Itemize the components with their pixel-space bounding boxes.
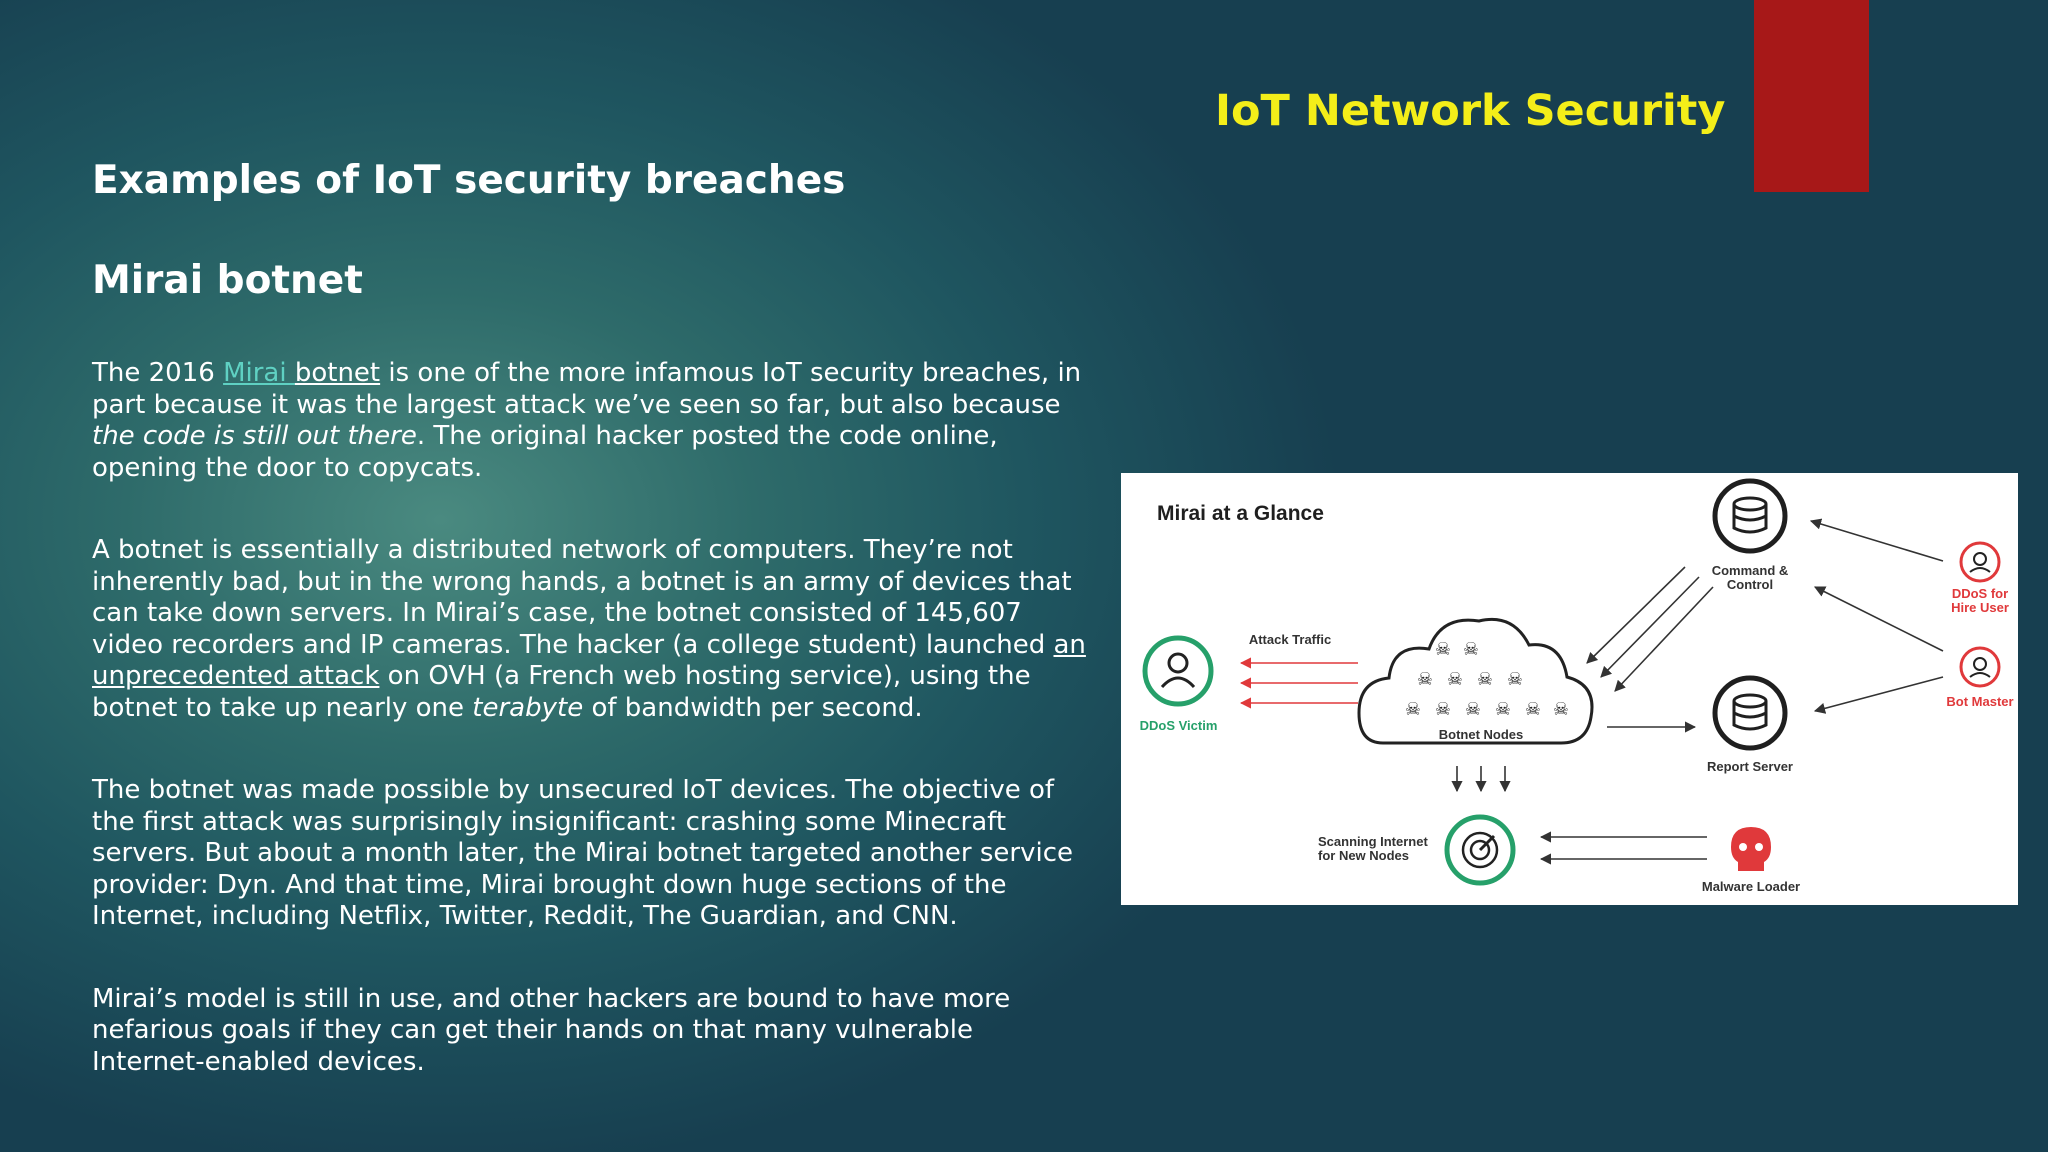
diagram-graphics: ☠☠ ☠☠☠☠ ☠☠☠☠☠☠ <box>1142 478 2001 886</box>
svg-text:☠: ☠ <box>1463 639 1479 660</box>
database-icon <box>1712 478 1788 554</box>
ddos-victim-label: DDoS Victim <box>1139 718 1218 733</box>
body-text: The 2016 Mirai botnet is one of the more… <box>92 358 1092 1129</box>
hacker-icon <box>1959 541 2001 583</box>
hacker-arrows <box>1809 518 1944 714</box>
command-control-label: Command & Control <box>1711 563 1789 592</box>
ddos-hire-label: DDoS for Hire User <box>1951 586 2009 615</box>
svg-text:☠: ☠ <box>1553 699 1569 720</box>
bot-master-label: Bot Master <box>1946 694 2014 709</box>
paragraph-3: The botnet was made possible by unsecure… <box>92 775 1073 931</box>
svg-text:☠: ☠ <box>1507 669 1523 690</box>
skull-icon <box>1731 827 1771 871</box>
svg-text:☠: ☠ <box>1405 699 1421 720</box>
attack-traffic-arrows <box>1239 657 1358 709</box>
svg-text:☠: ☠ <box>1435 639 1451 660</box>
loader-arrows <box>1539 831 1707 865</box>
svg-text:☠: ☠ <box>1477 669 1493 690</box>
botnet-link[interactable]: botnet <box>294 358 381 388</box>
scanning-label: Scanning Internet for New Nodes <box>1318 834 1428 863</box>
malware-loader-label: Malware Loader <box>1701 879 1801 894</box>
svg-text:☠: ☠ <box>1465 699 1481 720</box>
mirai-diagram: ☠☠ ☠☠☠☠ ☠☠☠☠☠☠ <box>1121 473 2018 905</box>
botnet-nodes-label: Botnet Nodes <box>1438 727 1524 742</box>
database-icon <box>1712 675 1788 751</box>
diagram-title: Mirai at a Glance <box>1157 502 1324 525</box>
svg-text:☠: ☠ <box>1417 669 1433 690</box>
command-arrows <box>1586 566 1714 692</box>
svg-text:☠: ☠ <box>1495 699 1511 720</box>
radar-icon <box>1444 814 1516 886</box>
user-icon <box>1142 635 1214 707</box>
slide-title: IoT Network Security <box>1215 86 1726 136</box>
mirai-link[interactable]: Mirai <box>223 358 295 388</box>
section-heading: Examples of IoT security breaches <box>92 158 846 203</box>
paragraph-1: The 2016 Mirai botnet is one of the more… <box>92 358 1082 483</box>
unprecedented-attack-link[interactable]: an unprecedented attack <box>92 629 1086 692</box>
cloud-icon <box>1357 617 1594 745</box>
skull-grid: ☠☠ ☠☠☠☠ ☠☠☠☠☠☠ <box>1405 639 1569 720</box>
svg-text:☠: ☠ <box>1447 669 1463 690</box>
svg-text:☠: ☠ <box>1435 699 1451 720</box>
paragraph-4: Mirai’s model is still in use, and other… <box>92 983 1011 1077</box>
accent-red-tab <box>1754 0 1869 192</box>
hacker-icon <box>1959 646 2001 688</box>
down-arrows <box>1451 766 1511 793</box>
report-server-label: Report Server <box>1707 759 1793 774</box>
paragraph-2: A botnet is essentially a distributed ne… <box>92 535 1086 723</box>
subsection-heading: Mirai botnet <box>92 258 363 303</box>
svg-text:☠: ☠ <box>1525 699 1541 720</box>
attack-traffic-label: Attack Traffic <box>1248 632 1332 647</box>
